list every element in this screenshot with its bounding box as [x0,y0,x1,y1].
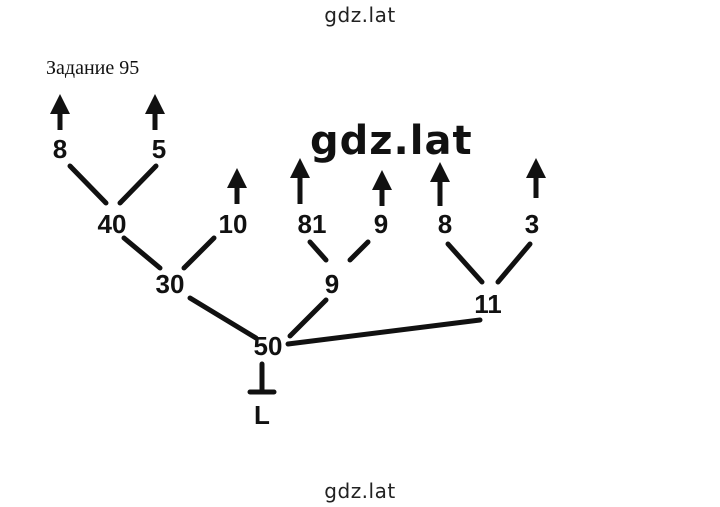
watermark-middle: gdz.lat [310,118,473,164]
node-3: 3 [525,209,539,239]
tree-edges [67,163,533,395]
node-40: 40 [98,209,127,239]
node-30: 30 [156,269,185,299]
node-10: 10 [219,209,248,239]
node-50: 50 [254,331,283,361]
node-5: 5 [152,134,166,164]
node-L: L [254,400,270,430]
edge-3-11 [495,241,533,285]
edge-30-50 [187,295,259,341]
node-9-mid: 9 [325,269,339,299]
edge-8-11 [445,241,485,285]
node-9-top: 9 [374,209,388,239]
node-8-left: 8 [53,134,67,164]
node-81: 81 [298,209,327,239]
watermark-top: gdz.lat [324,3,396,27]
node-11: 11 [474,289,502,319]
task-title: Задание 95 [46,57,140,79]
edge-10-30 [181,235,217,271]
edge-11-50 [285,317,483,347]
node-8-right: 8 [438,209,452,239]
edge-9-9 [347,239,371,263]
leaf-arrows [50,94,546,206]
watermark-bottom: gdz.lat [324,479,396,503]
tree-nodes: 8 5 40 10 81 9 8 3 30 9 11 50 L [53,134,539,430]
edge-8-40 [67,163,109,206]
edge-9-50 [287,297,329,339]
edge-5-40 [117,163,159,206]
edge-40-30 [121,235,163,271]
edge-81-9 [307,239,329,263]
